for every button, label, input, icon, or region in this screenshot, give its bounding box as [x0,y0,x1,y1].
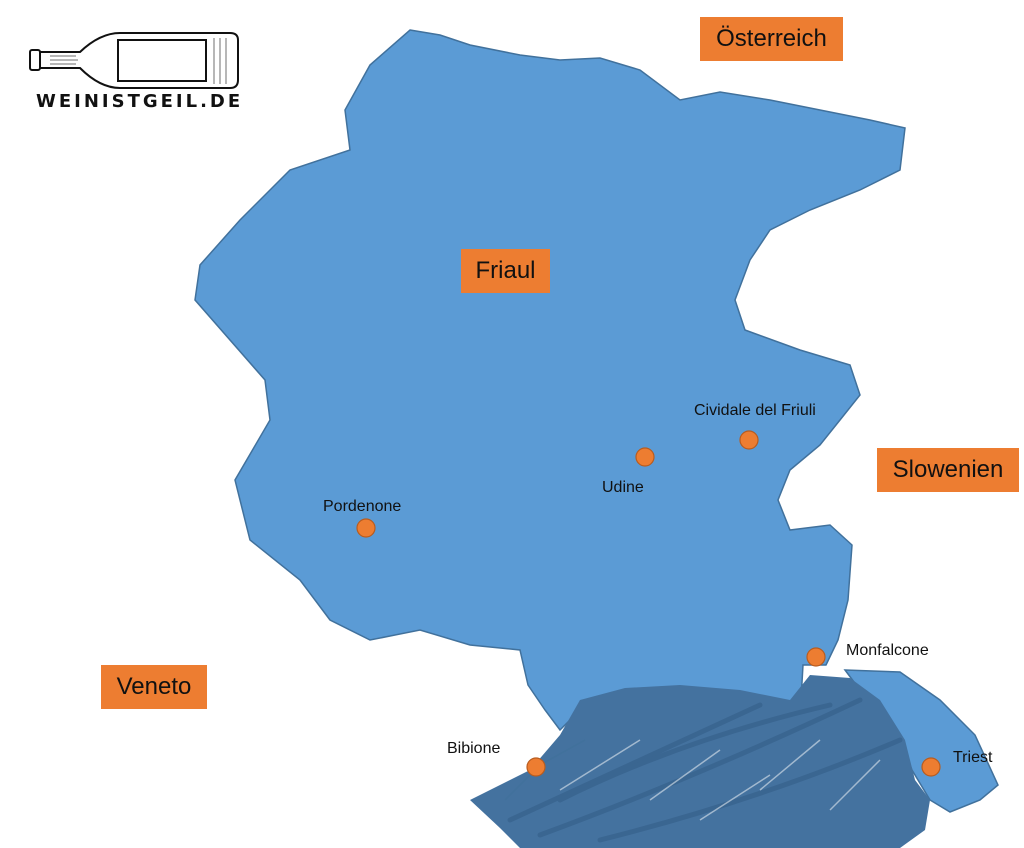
city-marker-triest [921,757,941,777]
city-marker-monfalcone [806,647,826,667]
region-label-slovenia: Slowenien [877,448,1019,492]
city-marker-udine [635,447,655,467]
city-label-monfalcone: Monfalcone [846,642,929,659]
friuli-region-shape [194,29,906,732]
city-label-triest: Triest [953,749,993,766]
city-marker-cividale [739,430,759,450]
city-marker-pordenone [356,518,376,538]
city-label-cividale: Cividale del Friuli [694,402,816,419]
city-label-udine: Udine [602,479,644,496]
city-marker-bibione [526,757,546,777]
region-label-friaul: Friaul [461,249,550,293]
region-label-austria: Österreich [700,17,843,61]
region-label-veneto: Veneto [101,665,207,709]
wine-bottle-icon [29,32,239,89]
city-label-bibione: Bibione [447,740,501,757]
logo-text: WEINISTGEIL.DE [36,91,244,112]
city-label-pordenone: Pordenone [323,498,402,515]
